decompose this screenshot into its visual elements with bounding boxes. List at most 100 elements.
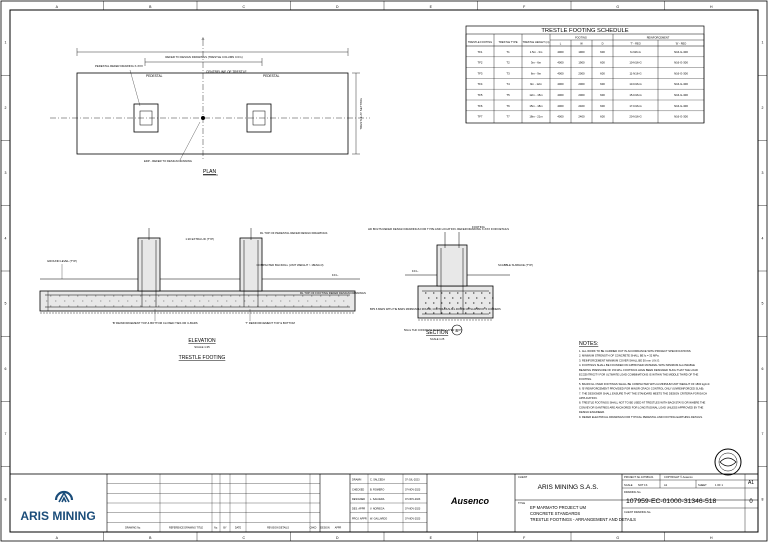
schedule-cell: 600 [600,82,605,86]
elevation-pedestal-left [137,237,161,292]
schedule-cell: 4000 [557,50,564,54]
schedule-subheader: 'B' - REO [676,42,687,46]
schedule-title: TRESTLE FOOTING SCHEDULE [541,28,628,34]
note-line: APPLICATION. [579,396,598,400]
grid-number-right: 7 [762,432,764,436]
grid-number-left: 7 [5,432,7,436]
schedule-cell: T6 [506,104,510,108]
revision-column-header: DRAWING No. [125,526,141,529]
note-line: CONVEYOR GANTRIES ARE ANCHORED FOR LONGI… [579,405,704,409]
schedule-cell: 6m - 9m [531,71,542,75]
grid-number-right: 8 [762,497,764,501]
sheet-size: A1 [664,483,668,487]
grid-number-left: 3 [5,171,7,175]
drawing-title-3: TRESTLE FOOTINGS - ARRANGEMENT AND DETAI… [530,517,636,522]
grid-number-left: 4 [5,236,7,240]
svg-text:A: A [456,328,459,333]
plan-footing-outline [76,72,349,155]
schedule-cell: TF1 [478,50,483,54]
schedule-cell: T7 [506,115,510,119]
note-line: 3. REINFORCEMENT MINIMUM COVER SHALL BE … [579,358,660,362]
schedule-cell: N16-G-300 [674,115,688,119]
schedule-cell: N16-G-300 [674,50,688,54]
note-line: 2. MINIMUM STRENGTH OF CONCRETE SHALL BE… [579,354,660,358]
elevation-group-label: TRESTLE FOOTING [179,355,226,361]
elevation-reo-left: 'B' REINFORCEMENT TOP & BOTTOM CLOSED TI… [112,321,197,325]
schedule-cell: 13-N16-G [629,82,641,86]
copyright: COPYRIGHT © Ausenco [664,475,693,479]
signature-role: DRAWN [352,479,362,482]
signature-name: W. GALLARDO [370,517,387,520]
note-line: 1. ALL WORK TO BE CARRIED OUT IN ACCORDA… [579,349,691,353]
grid-letter-top: A [56,5,59,9]
schedule-cell: 1.5m - 3m [530,50,543,54]
signature-date: 07-JUL-2023 [405,479,420,482]
revision-column-header: BY [223,526,227,529]
grid-letter-bottom: E [430,536,433,540]
schedule-cell: 6-N16-G [630,50,641,54]
section-title: SECTION [426,330,449,336]
client-drawing-label: CLIENT DRAWING No. [624,510,651,514]
schedule-cell: T3 [506,71,510,75]
section-footing-label: FOOTING [472,225,485,229]
schedule-cell: N16-G-300 [674,104,688,108]
schedule-cell: T4 [506,82,510,86]
schedule-cell: 10-N16-G [629,61,641,65]
elevation-scale: SCALE 1:25 [194,345,210,349]
schedule-cell: 20-N16-G [629,115,641,119]
section-pedestal [436,244,468,287]
svg-text:SHEET: SHEET [698,483,707,487]
aris-mining-logo: ARIS MINING [20,490,96,523]
note-line: ECCENTRICITY FOR ULTIMATE LOAD COMBINATI… [579,373,698,377]
signature-date: 07-NOV-2023 [405,488,421,491]
grid-number-right: 5 [762,302,764,306]
schedule-cell: N16-G-300 [674,61,688,65]
grid-letter-top: C [242,5,245,9]
schedule-cell: 600 [600,93,605,97]
schedule-subheader: 'T' - REO [630,42,641,46]
project-number: 107959-01 [641,475,654,479]
signature-role: CHECKED [352,488,364,491]
schedule-cell: 12m - 15m [529,93,543,97]
revision-column-header: DATE [235,526,242,529]
grid-number-right: 6 [762,367,764,371]
plan-title: PLAN [203,169,216,175]
signature-role: PROJ. APPR [352,517,367,520]
schedule-cell: TF7 [478,115,483,119]
note-line: DESIGN ENGINEER. [579,410,605,414]
schedule-cell: 2400 [578,115,585,119]
signature-role: DES. APPR [352,508,365,511]
grid-number-left: 6 [5,367,7,371]
svg-text:A: A [202,36,205,41]
schedule-header: FOOTING [575,36,587,40]
schedule-header: TRESTLE FOOTING [468,40,492,44]
client-name: ARIS MINING S.A.S. [538,484,599,491]
plan-side-dim: TRESTLE AT SETTING [359,98,363,130]
revision-column-header: CHKD [310,526,317,529]
plan-pedestal-left-label: PEDESTAL [146,74,163,78]
schedule-cell: N16-G-300 [674,93,688,97]
schedule-cell: 1900 [578,61,585,65]
signature-name: L. SALCEDA [370,498,385,501]
grid-letter-top: D [336,5,339,9]
schedule-cell: 9m - 12m [530,82,542,86]
drawing-number: 107959-EC-01000-31346-518 [626,498,717,505]
note-line: 8. TRESTLE FOOTINGS SHALL NOT TO BE USED… [579,401,706,405]
section-ffl: F.F.L. [412,269,419,273]
signature-role: DESIGNED [352,498,365,501]
plan-pedestal-left [133,103,159,133]
svg-text:PROJECT No.: PROJECT No. [624,475,641,479]
schedule-cell: 15-N16-G [629,93,641,97]
elevation-top-footing: RL TOP OF FOOTING REFER DESIGN DRAWINGS [300,291,366,295]
revision-column-header: REVISION DETAILS [267,526,289,529]
drawing-title-1: EP MARMATO PROJECT UM [530,505,587,510]
schedule-cell: 4000 [557,82,564,86]
schedule-cell: 15m - 18m [529,104,543,108]
elevation-ffl: F.F.L. [332,273,339,277]
schedule-cell: 11-N16-G [629,71,641,75]
schedule-cell: TF6 [478,104,483,108]
